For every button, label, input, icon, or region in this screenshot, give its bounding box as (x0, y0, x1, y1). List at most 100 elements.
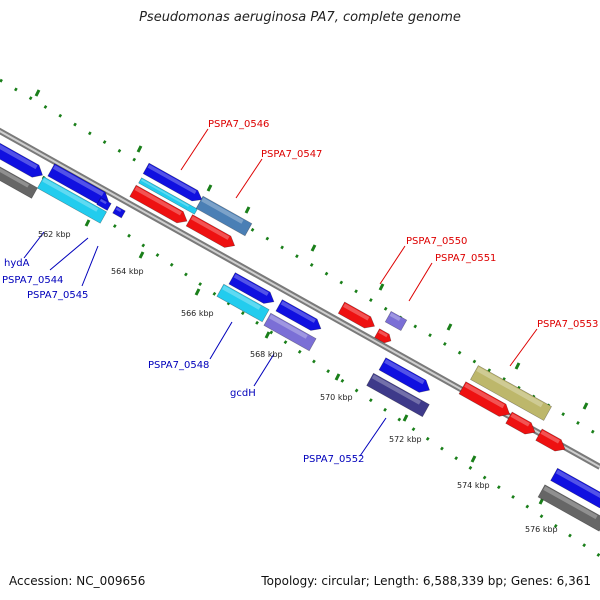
tick-mark (132, 157, 137, 162)
gene-small-left (96, 197, 112, 211)
tick-mark (576, 421, 580, 425)
tick-mark (255, 320, 259, 325)
gene-label-PSPA7_0545: PSPA7_0545 (27, 290, 88, 301)
gene-label-PSPA7_0552: PSPA7_0552 (303, 454, 364, 465)
gene-0552-blue (378, 357, 430, 393)
gene-end-gray (537, 484, 600, 532)
gene-0548-cyan (216, 283, 270, 323)
tick-mark (340, 378, 345, 383)
tick-mark (295, 254, 299, 259)
kbp-label-568: 568 kbp (250, 350, 283, 359)
tick-mark (0, 78, 3, 83)
gene-label-PSPA7_0547: PSPA7_0547 (261, 149, 322, 160)
genome-backbone (0, 127, 600, 470)
gene-0546-red (129, 184, 188, 224)
kbp-labels: 562 kbp 564 kbp 566 kbp 568 kbp 570 kbp … (38, 230, 558, 534)
leader-PSPA7_0550 (379, 245, 406, 285)
tick-mark (265, 236, 270, 241)
tick-mark (102, 140, 107, 145)
tick-mark (309, 263, 314, 267)
gene-0551 (384, 310, 408, 332)
tick-mark (127, 233, 131, 238)
gene-label-gcdH: gcdH (230, 388, 256, 399)
gene-0553-olive (470, 365, 552, 421)
tick-mark (369, 298, 373, 302)
tick-mark (468, 465, 473, 470)
tick-mark (413, 324, 418, 329)
gene-0547-steel (195, 195, 253, 237)
gene-0553-red3 (535, 428, 566, 452)
tick-mark (212, 291, 217, 296)
tick-mark (354, 289, 358, 294)
tick-mark (561, 412, 566, 417)
leader-PSPA7_0551 (408, 262, 433, 302)
tick-mark (496, 485, 501, 490)
gene-0547-red (185, 214, 236, 248)
tick-mark (590, 429, 595, 434)
tick-mark (472, 359, 477, 364)
accession-label: Accession: NC_009656 (9, 574, 146, 588)
gene-0548-blue (228, 272, 275, 304)
gene-0550 (337, 301, 375, 329)
kbp-label-576: 576 kbp (525, 525, 558, 534)
leader-lines (23, 128, 538, 457)
tick-mark (297, 349, 302, 354)
genome-summary: Topology: circular; Length: 6,588,339 bp… (261, 574, 591, 588)
tick-mark (339, 280, 344, 285)
major-tick (310, 244, 317, 252)
kbp-label-562: 562 kbp (38, 230, 71, 239)
tick-mark (354, 388, 359, 393)
gene-0546-cyan (138, 177, 198, 215)
major-tick (378, 283, 385, 291)
gene-0552-dark (366, 372, 430, 418)
tick-mark (73, 122, 77, 127)
tick-mark (482, 475, 487, 480)
tick-mark (457, 350, 462, 355)
major-tick (84, 219, 91, 227)
leader-PSPA7_0547 (235, 158, 263, 199)
gene-gcdH-lav (263, 312, 317, 352)
tick-mark (43, 105, 48, 109)
gene-label-PSPA7_0553: PSPA7_0553 (537, 319, 598, 330)
tick-mark (502, 377, 506, 381)
tick-mark (511, 494, 515, 499)
gene-hydA-gray (0, 153, 38, 199)
tick-mark (169, 262, 174, 267)
gene-label-PSPA7_0551: PSPA7_0551 (435, 253, 496, 264)
tick-mark (198, 282, 203, 287)
major-tick (470, 455, 477, 463)
leader-PSPA7_0545 (81, 245, 99, 287)
tick-mark (440, 446, 444, 451)
tick-mark (326, 369, 331, 374)
gene-label-PSPA7_0550: PSPA7_0550 (406, 236, 467, 247)
tick-mark (155, 253, 160, 258)
gene-label-group: hydA PSPA7_0544 PSPA7_0545 PSPA7_0546 PS… (2, 119, 598, 465)
tick-mark (112, 224, 117, 229)
gene-label-PSPA7_0546: PSPA7_0546 (208, 119, 269, 130)
tick-mark (428, 333, 432, 338)
tick-mark (250, 227, 255, 232)
leader-PSPA7_0544 (49, 237, 89, 271)
major-tick (206, 184, 213, 192)
tick-mark (240, 311, 245, 316)
tick-mark (539, 514, 544, 519)
gene-0553-red2 (505, 411, 536, 435)
leader-hydA (23, 231, 45, 259)
leader-gcdH (253, 353, 275, 387)
tick-mark (596, 552, 600, 557)
tick-mark (454, 456, 459, 461)
tick-mark (117, 148, 122, 153)
tick-mark (568, 533, 572, 538)
gene-label-PSPA7_0544: PSPA7_0544 (2, 275, 63, 286)
tick-mark (443, 342, 447, 346)
tick-mark (397, 417, 402, 422)
kbp-label-574: 574 kbp (457, 481, 490, 490)
leader-PSPA7_0546 (180, 128, 209, 171)
kbp-label-566: 566 kbp (181, 309, 214, 318)
major-tick (138, 251, 145, 259)
kbp-label-572: 572 kbp (389, 435, 422, 444)
tick-mark (411, 427, 416, 432)
tick-mark (582, 543, 587, 548)
major-tick (582, 402, 589, 410)
